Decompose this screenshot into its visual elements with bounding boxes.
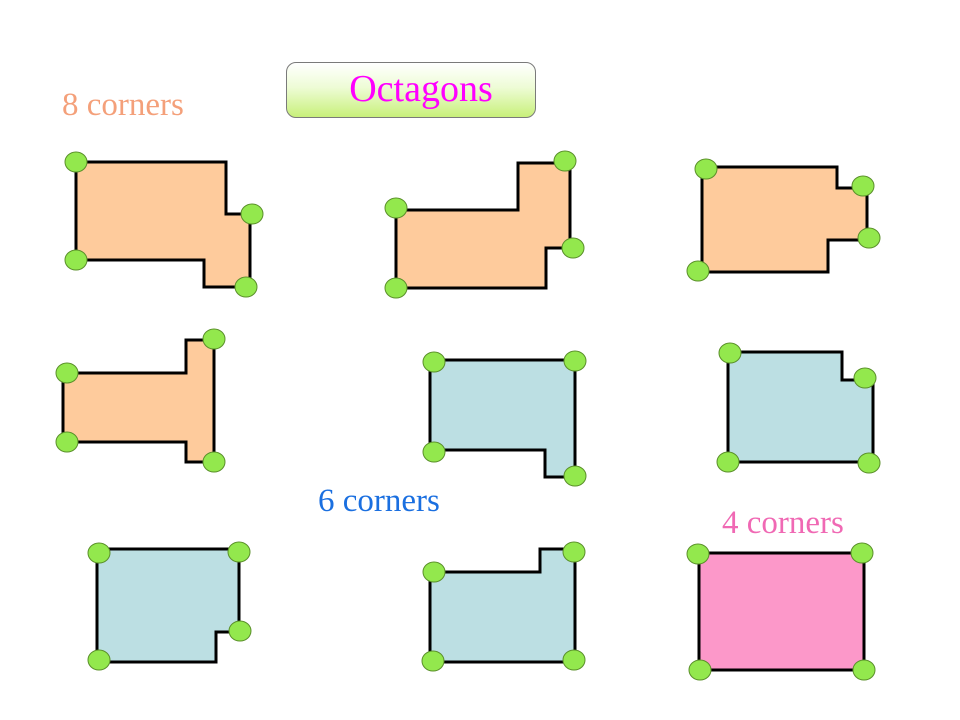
shape-8-corners-1-corner-dot-2	[240, 203, 264, 225]
shape-8-corners-4-corner-dot-4	[55, 431, 79, 453]
shape-6-corners-4	[421, 541, 586, 672]
shape-8-corners-2-corner-dot-3	[561, 237, 585, 259]
shape-6-corners-2-corner-dot-3	[857, 452, 881, 474]
label-8-corners: 8 corners	[62, 87, 184, 123]
shape-8-corners-2	[384, 150, 585, 299]
shape-4-corners-1-outline	[697, 551, 866, 672]
shape-6-corners-2-corner-dot-4	[716, 451, 740, 473]
shape-6-corners-1-corner-dot-2	[563, 350, 587, 372]
shape-6-corners-2-corner-dot-1	[718, 342, 742, 364]
shape-6-corners-3-corner-dot-1	[87, 542, 111, 564]
shape-6-corners-4-outline	[428, 547, 577, 664]
shape-6-corners-1-corner-dot-3	[563, 465, 587, 487]
shape-8-corners-2-corner-dot-4	[384, 277, 408, 299]
shape-8-corners-2-corner-dot-2	[553, 150, 577, 172]
shape-6-corners-4-corner-dot-1	[422, 561, 446, 583]
shape-6-corners-4-corner-dot-3	[562, 649, 586, 671]
shape-6-corners-3-corner-dot-2	[227, 541, 251, 563]
shape-6-corners-3-outline	[95, 547, 241, 664]
shape-4-corners-1-corner-dot-2	[850, 542, 874, 564]
shape-6-corners-1	[422, 350, 587, 487]
shape-6-corners-1-corner-dot-4	[422, 441, 446, 463]
shape-6-corners-1-corner-dot-1	[422, 351, 446, 373]
shape-4-corners-1-corner-dot-4	[688, 659, 712, 681]
shape-4-corners-1-corner-dot-1	[686, 543, 710, 565]
shape-6-corners-1-outline	[428, 358, 577, 479]
shape-8-corners-3-corner-dot-4	[686, 260, 710, 282]
title-text: Octagons	[349, 68, 493, 110]
shape-8-corners-3-corner-dot-3	[857, 227, 881, 249]
shape-8-corners-1-corner-dot-3	[234, 276, 258, 298]
shape-4-corners-1	[686, 542, 876, 681]
label-4-corners: 4 corners	[722, 505, 844, 541]
shape-6-corners-2-corner-dot-2	[853, 367, 877, 389]
label-6-corners: 6 corners	[318, 483, 440, 519]
shape-8-corners-1-corner-dot-1	[64, 151, 88, 173]
shape-8-corners-2-corner-dot-1	[384, 197, 408, 219]
shape-6-corners-3-corner-dot-3	[228, 620, 252, 642]
shape-6-corners-2-outline	[726, 350, 875, 464]
title-banner: Octagons	[286, 62, 536, 118]
shape-8-corners-3-corner-dot-1	[694, 158, 718, 180]
shape-8-corners-4-corner-dot-2	[202, 328, 226, 350]
shape-8-corners-3-corner-dot-2	[851, 175, 875, 197]
shape-8-corners-3	[686, 158, 881, 282]
shape-6-corners-2	[716, 342, 881, 474]
shape-8-corners-3-outline	[700, 165, 869, 274]
shape-4-corners-1-corner-dot-3	[852, 659, 876, 681]
shape-8-corners-2-outline	[394, 161, 572, 290]
shape-8-corners-1	[64, 151, 264, 298]
shape-6-corners-3-corner-dot-4	[87, 649, 111, 671]
shape-6-corners-4-corner-dot-4	[421, 650, 445, 672]
shape-6-corners-4-corner-dot-2	[562, 541, 586, 563]
shape-8-corners-4-corner-dot-3	[202, 451, 226, 473]
shape-8-corners-4-corner-dot-1	[55, 362, 79, 384]
shape-6-corners-3	[87, 541, 252, 671]
shape-8-corners-4	[55, 328, 226, 473]
shape-8-corners-4-outline	[61, 338, 216, 464]
shape-8-corners-1-outline	[74, 160, 252, 289]
shape-8-corners-1-corner-dot-4	[64, 249, 88, 271]
